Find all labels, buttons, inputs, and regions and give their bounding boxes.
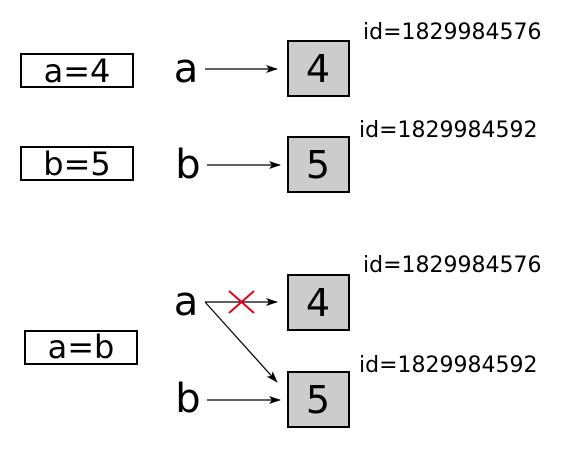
value-text: 5 — [306, 378, 330, 422]
value-box-4 — [287, 274, 350, 331]
statement-box-a-eq-b — [24, 330, 138, 365]
value-text: 4 — [306, 47, 330, 91]
value-text: 5 — [306, 143, 330, 187]
statement-text: b=5 — [43, 145, 110, 183]
statement-text: a=b — [48, 328, 115, 366]
object-id-label: id=1829984576 — [363, 20, 541, 45]
variable-name-a: a — [174, 279, 199, 325]
object-id-label: id=1829984576 — [363, 253, 541, 278]
value-box-5 — [287, 371, 350, 428]
new-reference-arrow-a — [204, 301, 278, 383]
statement-text: a=4 — [44, 52, 111, 90]
value-box-4 — [287, 40, 350, 97]
variable-name-a: a — [174, 46, 199, 92]
step-3: a=b a 4 id=1829984576 b 5 id=1829984592 — [24, 253, 541, 428]
object-id-label: id=1829984592 — [359, 118, 537, 143]
object-id-label: id=1829984592 — [359, 353, 537, 378]
step-2: b=5 b 5 id=1829984592 — [20, 118, 537, 193]
variable-name-b: b — [175, 142, 200, 188]
statement-box-a-eq-4 — [20, 53, 134, 88]
broken-reference-cross-icon — [228, 290, 255, 314]
statement-box-b-eq-5 — [20, 146, 134, 181]
variable-name-b: b — [175, 376, 200, 422]
value-text: 4 — [306, 281, 330, 325]
step-1: a=4 a 4 id=1829984576 — [20, 20, 541, 97]
value-box-5 — [287, 136, 350, 193]
